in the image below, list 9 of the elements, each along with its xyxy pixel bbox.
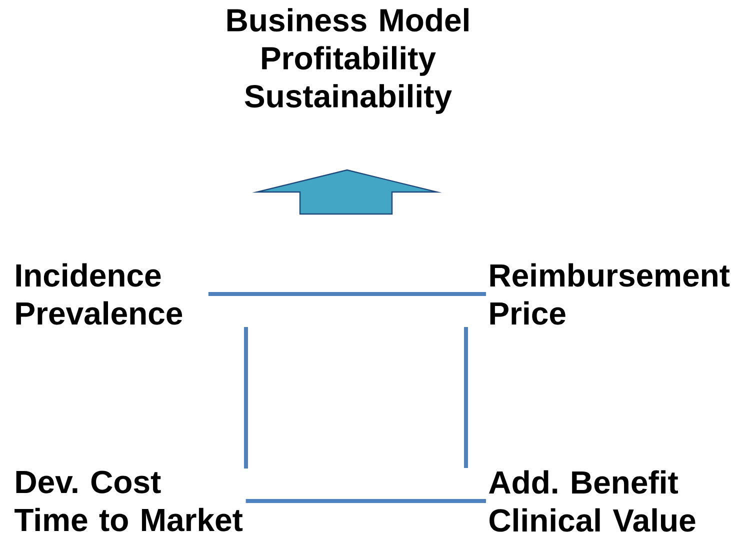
connector-line — [464, 326, 468, 468]
label-text: Add. Benefit Clinical Value — [489, 470, 696, 532]
label-text: Reimbursement Price — [490, 263, 730, 325]
label-text: Incidence Prevalence — [16, 263, 182, 325]
connector-line — [244, 326, 248, 468]
title-text: Business Model Profitability Sustainability — [227, 8, 468, 114]
label-text: Dev. Cost Time to Market — [14, 470, 243, 532]
connector-line — [208, 292, 486, 296]
connector-line — [246, 499, 486, 503]
